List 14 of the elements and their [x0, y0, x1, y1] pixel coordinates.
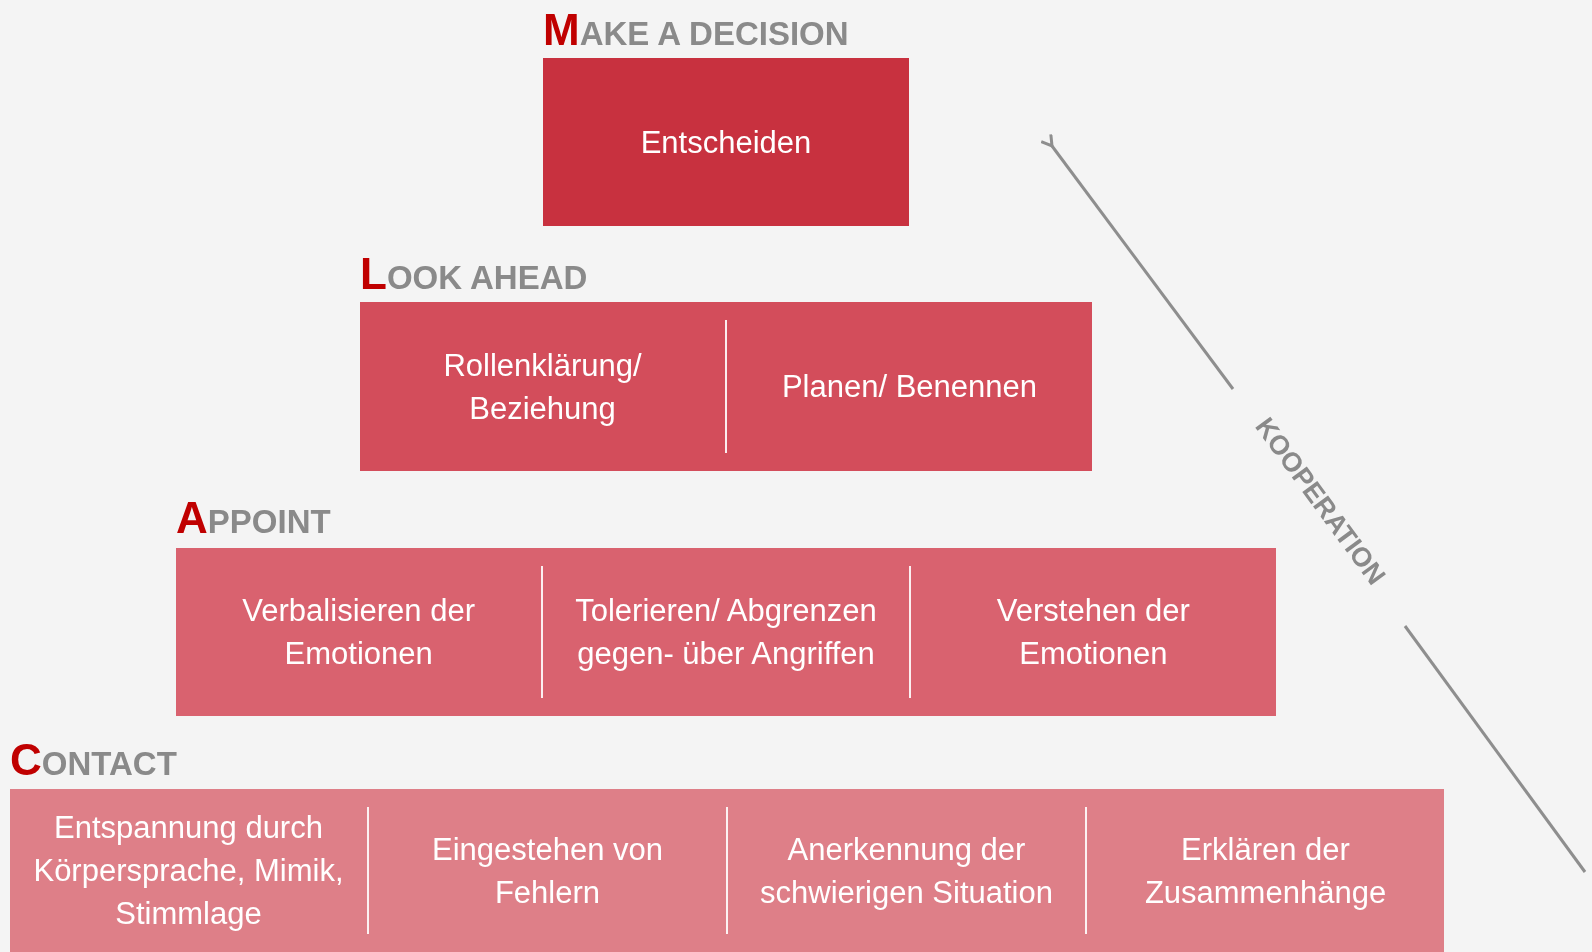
step-text: Planen/ Benennen	[781, 368, 1038, 406]
step-text: Eingestehen von Fehlern	[431, 830, 664, 912]
step-text: Rollenklärung/ Beziehung	[442, 346, 643, 428]
level-heading: CONTACT	[10, 738, 177, 786]
level-heading: MAKE A DECISION	[543, 8, 849, 56]
step-text: Anerkennung der schwierigen Situation	[759, 830, 1054, 912]
level-heading: APPOINT	[176, 496, 331, 544]
step-text: Entspannung durch Körpersprache, Mimik, Stimmlage	[32, 809, 345, 933]
step-text: Entscheiden	[640, 123, 812, 162]
step-text: Tolerieren/ Abgrenzen gegen- über Angriffen	[574, 592, 878, 673]
step-text: Verstehen der Emotionen	[995, 592, 1191, 673]
step-text: Erklären der Zusammenhänge	[1143, 830, 1388, 912]
step-text: Verbalisieren der Emotionen	[241, 592, 476, 673]
level-heading: LOOK AHEAD	[360, 252, 588, 300]
